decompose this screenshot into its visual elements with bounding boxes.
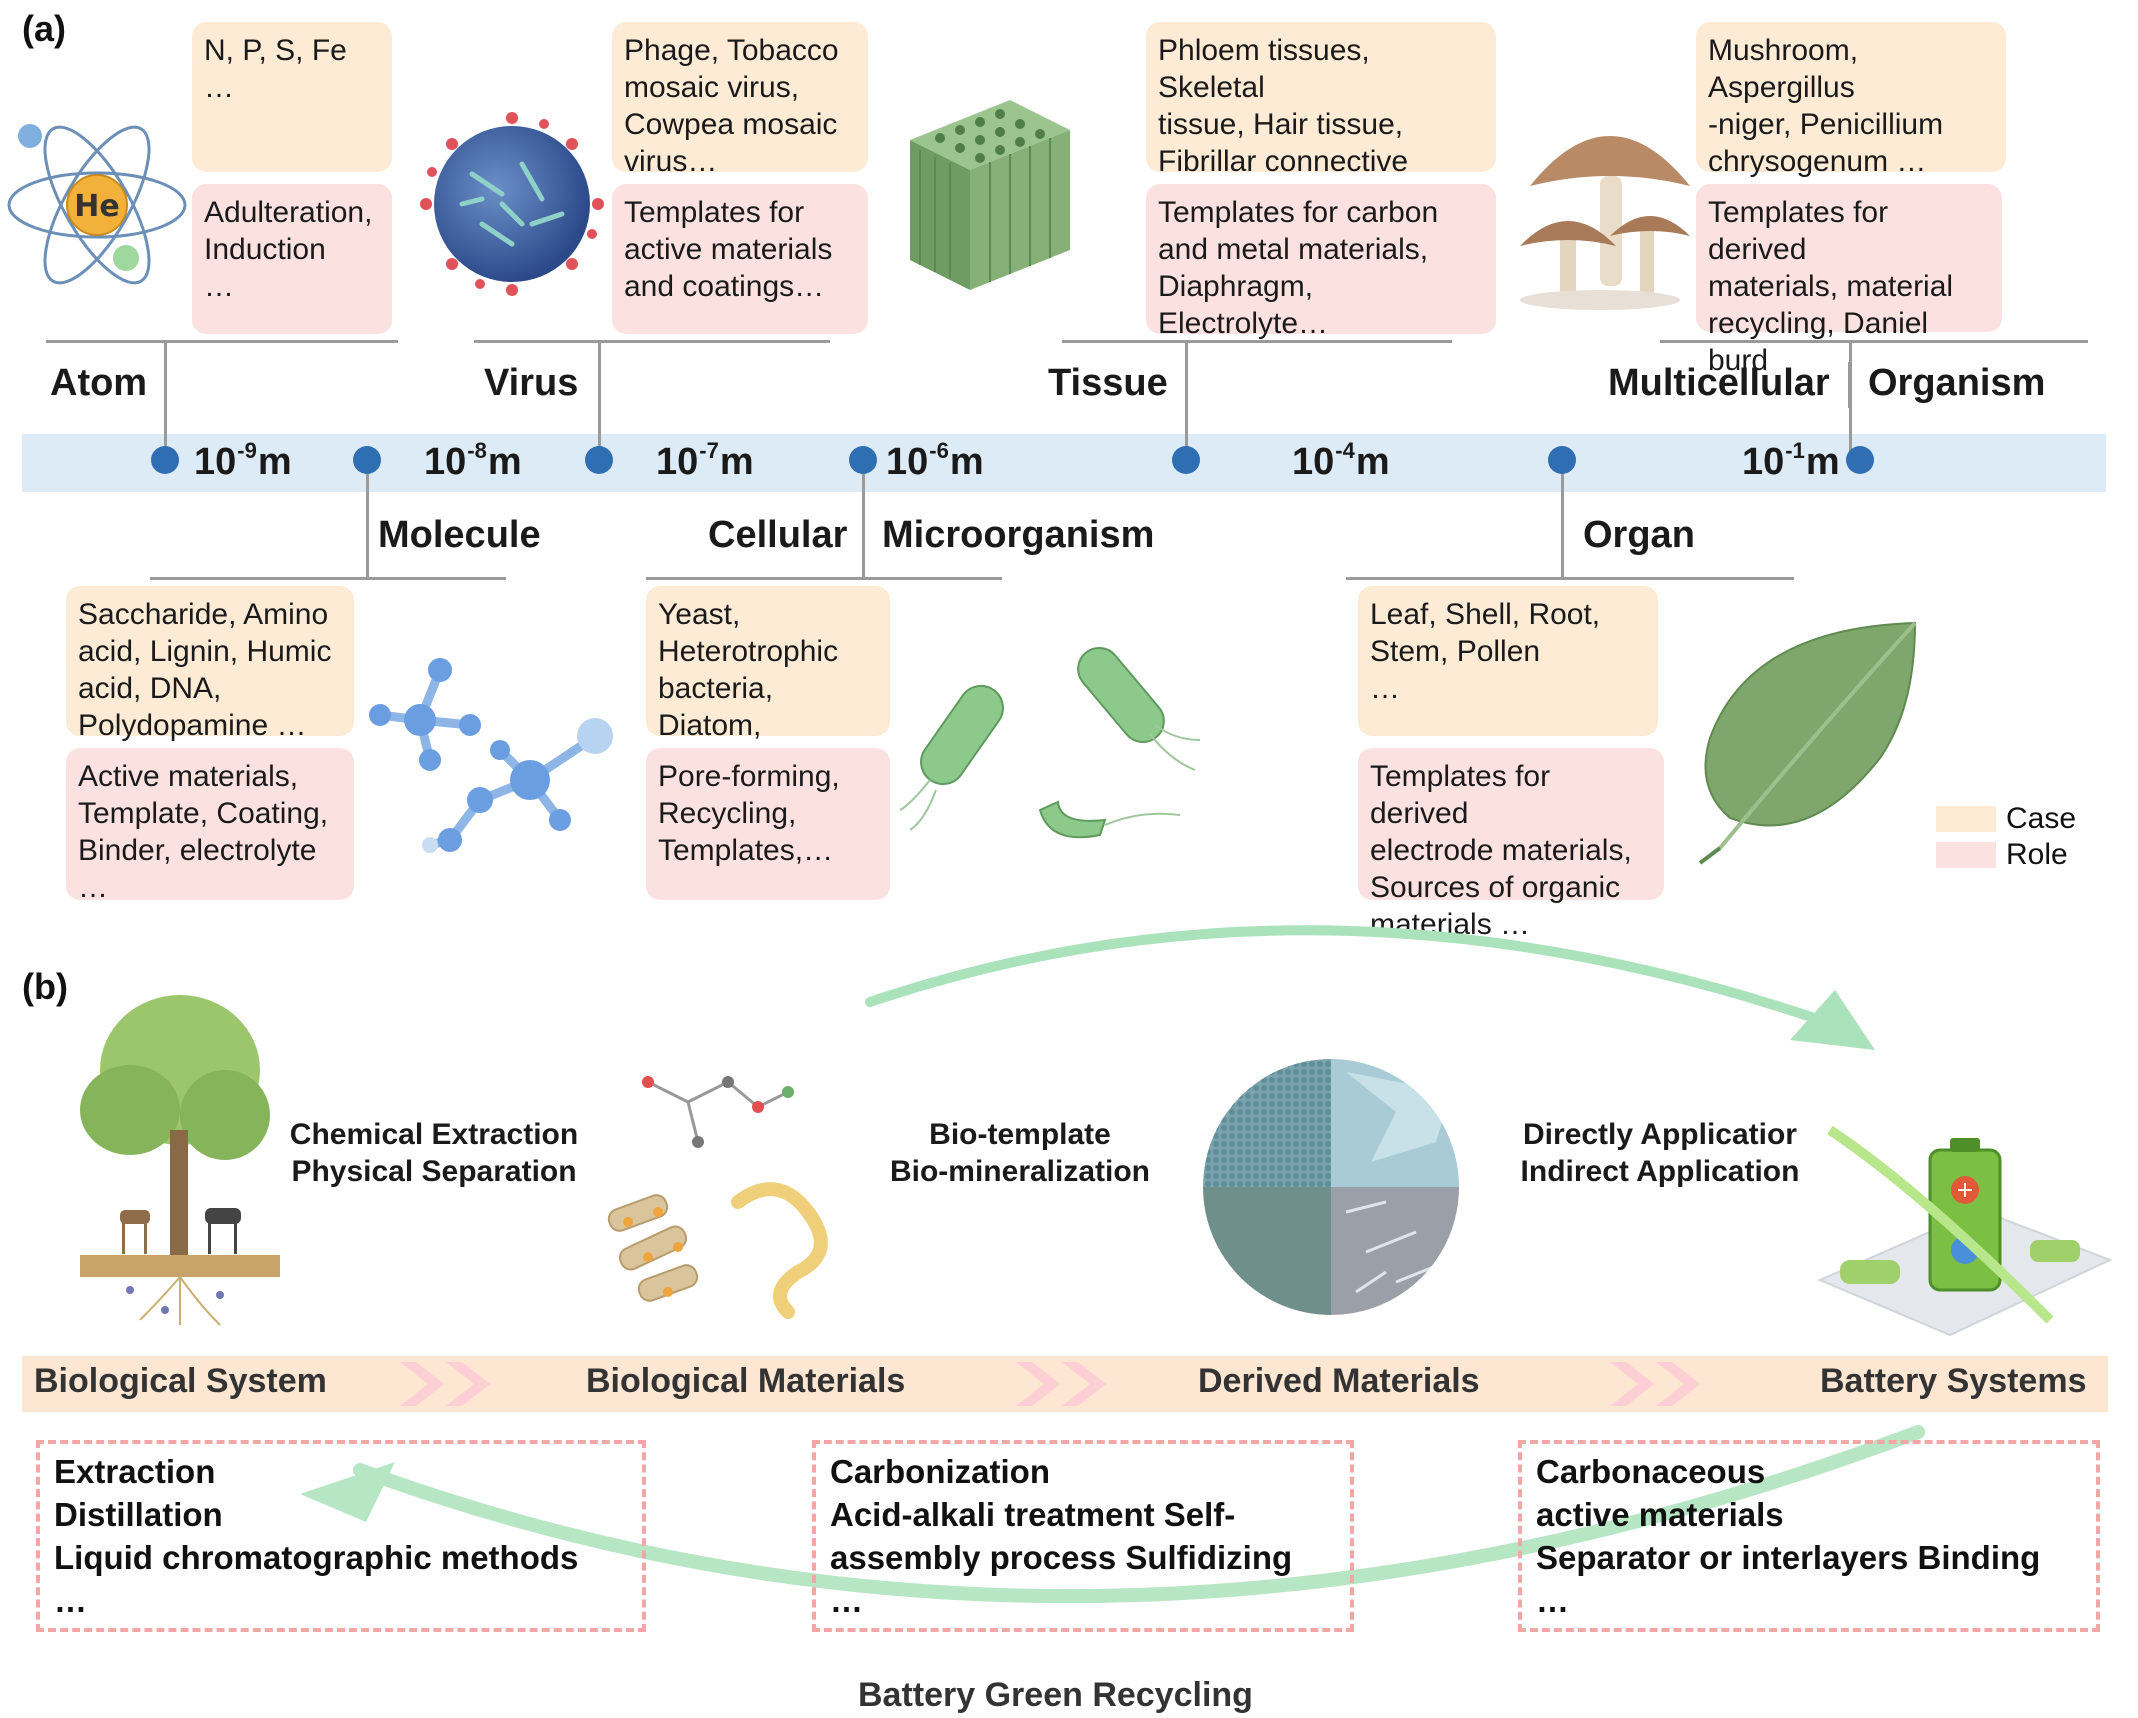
microorganism-illustration — [900, 646, 1201, 839]
leaf-illustration — [1698, 621, 1917, 865]
method-application: Directly Applicatior Indirect Applicatio… — [1520, 1118, 1800, 1188]
atom-case-box: N, P, S, Fe … — [192, 22, 392, 172]
process-box-carbonization: Carbonization Acid-alkali treatment Self… — [812, 1440, 1354, 1632]
scale-dot — [1846, 446, 1874, 474]
scale-dot — [353, 446, 381, 474]
atom-illustration: He — [7, 124, 187, 285]
flow-band — [22, 1356, 2108, 1412]
organism-role-box: Templates for derived materials, materia… — [1696, 184, 2002, 377]
atom-connector — [46, 340, 398, 343]
recycling-label: Battery Green Recycling — [858, 1676, 1253, 1714]
level-organism: Organism — [1868, 362, 2046, 404]
tree-illustration — [80, 995, 280, 1326]
scale-dot — [585, 446, 613, 474]
level-molecule: Molecule — [378, 514, 541, 556]
scale-label: 10-1m — [1742, 438, 1840, 483]
microorganism-connector — [646, 577, 1002, 580]
flow-stage-biological-materials: Biological Materials — [586, 1362, 906, 1400]
scale-dot — [151, 446, 179, 474]
organ-connector — [1346, 577, 1794, 580]
recycling-arrow — [300, 1425, 1925, 1604]
atom-symbol: He — [74, 189, 119, 224]
virus-connector — [474, 340, 830, 343]
tissue-connector — [1062, 340, 1452, 343]
legend-case-label: Case — [2006, 802, 2077, 835]
tissue-role-box: Templates for carbon and metal materials… — [1146, 184, 1496, 340]
level-virus: Virus — [484, 362, 579, 404]
level-atom: Atom — [50, 362, 148, 404]
organ-case-box: Leaf, Shell, Root, Stem, Pollen … — [1358, 586, 1658, 736]
scale-dot — [849, 446, 877, 474]
tissue-illustration — [910, 100, 1070, 290]
virus-role-box: Templates for active materials and coati… — [612, 184, 868, 334]
molecule-case-box: Saccharide, Amino acid, Lignin, Humic ac… — [66, 586, 354, 742]
level-cellular: Cellular — [708, 514, 848, 556]
microorganism-case-box: Yeast, Heterotrophic bacteria, Diatom, B… — [646, 586, 890, 779]
svg-text:+: + — [1956, 1178, 1974, 1203]
battery-illustration: + — [1817, 1125, 2113, 1337]
legend-case-swatch — [1936, 806, 1996, 832]
derived-material-illustration — [1203, 1059, 1459, 1315]
scale-dot — [1548, 446, 1576, 474]
method-extraction: Chemical Extraction Physical Separation — [289, 1118, 579, 1188]
level-microorganism: Microorganism — [882, 514, 1155, 556]
virus-illustration — [420, 112, 604, 296]
organism-case-box: Mushroom, Aspergillus -niger, Penicilliu… — [1696, 22, 2006, 178]
level-multicellular: Multicellular — [1608, 362, 1830, 404]
molecule-role-box: Active materials, Template, Coating, Bin… — [66, 748, 354, 904]
biomaterial-illustration — [607, 1076, 828, 1319]
microorganism-role-box: Pore-forming, Recycling, Templates,… — [646, 748, 890, 900]
organism-connector — [1660, 340, 2088, 343]
method-biotemplate: Bio-template Bio-mineralization — [889, 1118, 1151, 1188]
molecule-connector — [150, 577, 506, 580]
mushroom-illustration — [1520, 136, 1690, 310]
flow-stage-derived-materials: Derived Materials — [1198, 1362, 1480, 1400]
panel-b-label: (b) — [22, 966, 68, 1007]
level-tissue: Tissue — [1048, 362, 1168, 404]
scale-label: 10-9m — [194, 438, 292, 483]
flow-stage-biological-system: Biological System — [34, 1362, 327, 1400]
scale-label: 10-4m — [1292, 438, 1390, 483]
organ-role-box: Templates for derived electrode material… — [1358, 748, 1664, 941]
process-box-application: Carbonaceous active materials Separator … — [1518, 1440, 2100, 1632]
process-box-extraction: Extraction Distillation Liquid chromatog… — [36, 1440, 646, 1632]
flow-stage-battery-systems: Battery Systems — [1820, 1362, 2087, 1400]
scale-label: 10-6m — [886, 438, 984, 483]
scale-label: 10-8m — [424, 438, 522, 483]
level-organ: Organ — [1583, 514, 1695, 556]
scale-label: 10-7m — [656, 438, 754, 483]
atom-role-box: Adulteration, Induction … — [192, 184, 392, 334]
legend-role-label: Role — [2006, 838, 2068, 871]
legend-role-swatch — [1936, 842, 1996, 868]
virus-case-box: Phage, Tobacco mosaic virus, Cowpea mosa… — [612, 22, 868, 178]
molecule-illustration — [369, 658, 613, 853]
panel-a-label: (a) — [22, 8, 66, 49]
flow-chevrons — [400, 1362, 1700, 1406]
forward-arrow — [865, 925, 1875, 1050]
tissue-case-box: Phloem tissues, Skeletal tissue, Hair ti… — [1146, 22, 1496, 215]
scale-dot — [1172, 446, 1200, 474]
